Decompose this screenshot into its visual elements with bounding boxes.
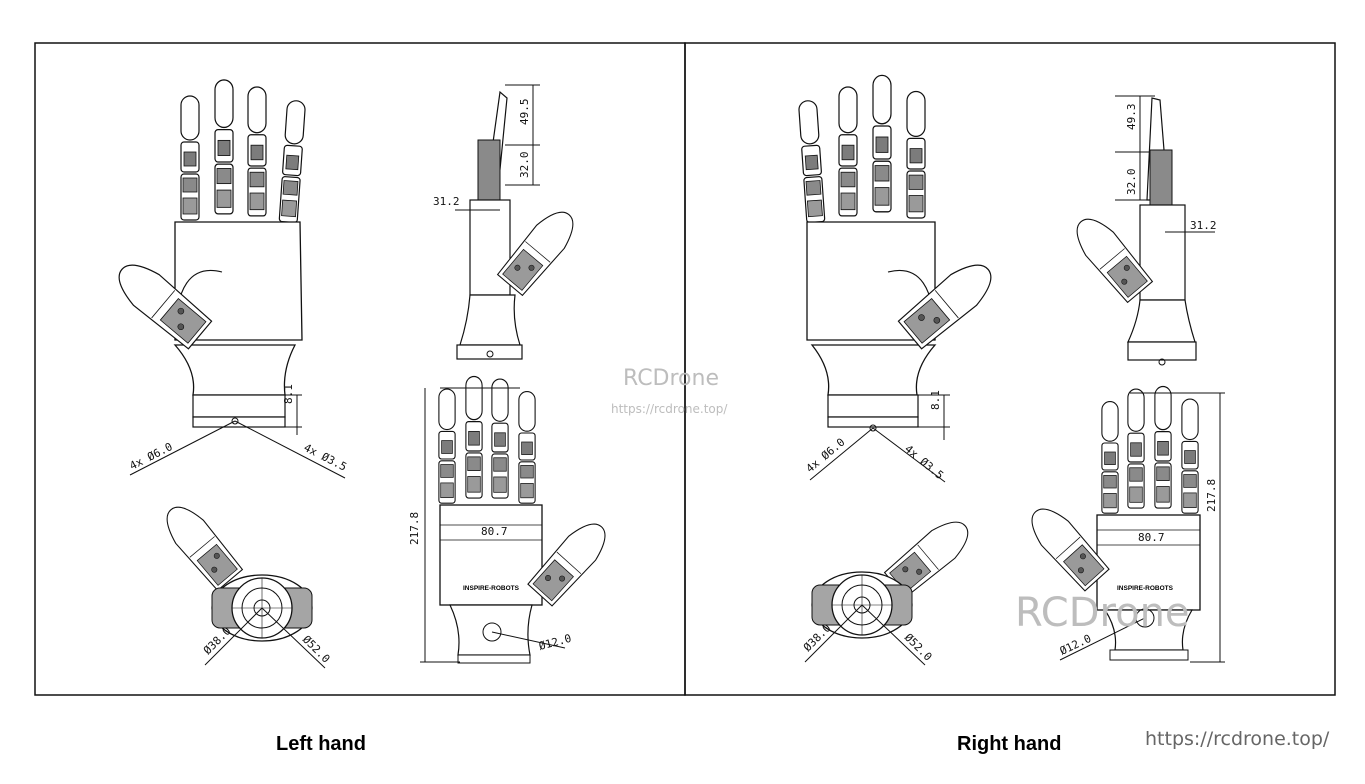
left-side-fingertip-length: 49.5 [518,99,531,126]
left-back-brand-label: INSPIRE-ROBOTS [463,585,520,592]
left-hand-front-view [108,79,346,479]
left-side-middle-segment: 32.0 [518,152,531,179]
right-back-palm-width: 80.7 [1138,531,1165,544]
left-front-mount-holes-large: 4x Ø6.0 [127,440,174,473]
right-side-thumb-offset: 31.2 [1190,219,1217,232]
right-side-fingertip-length: 49.3 [1125,104,1138,131]
right-front-mount-holes-large: 4x Ø6.0 [804,436,848,476]
caption-left-hand: Left hand [276,733,366,755]
left-back-total-length: 217.8 [408,512,421,545]
right-front-base-height: 8.1 [929,390,942,410]
right-hand-side-view [1066,95,1215,366]
right-back-brand-label: INSPIRE-ROBOTS [1117,585,1174,592]
left-front-base-height: 8.1 [282,384,295,404]
watermark-brand-center: RCDrone [623,366,719,391]
right-hand-front-view [797,74,1002,483]
left-back-palm-width: 80.7 [481,525,508,538]
left-side-thumb-offset: 31.2 [433,195,460,208]
left-front-mount-holes-small: 4x Ø3.5 [302,441,349,474]
watermark-url-center: https://rcdrone.top/ [611,402,728,416]
right-front-mount-holes-small: 4x Ø3.5 [902,442,946,482]
caption-right-hand: Right hand [957,733,1062,755]
left-hand-side-view [455,84,584,360]
left-hand-back-view [420,375,616,664]
left-back-wrist-hole: Ø12.0 [537,632,572,653]
right-hand-bottom-view [804,511,978,666]
right-back-total-length: 217.8 [1205,479,1218,512]
right-side-middle-segment: 32.0 [1125,169,1138,196]
right-panel-frame [684,42,1336,696]
right-hand-back-view [1021,385,1225,663]
left-hand-bottom-view [156,497,326,669]
footer-url[interactable]: https://rcdrone.top/ [1145,728,1330,750]
left-panel-frame [34,42,686,696]
watermark-brand-right: RCDrone [1015,590,1190,636]
